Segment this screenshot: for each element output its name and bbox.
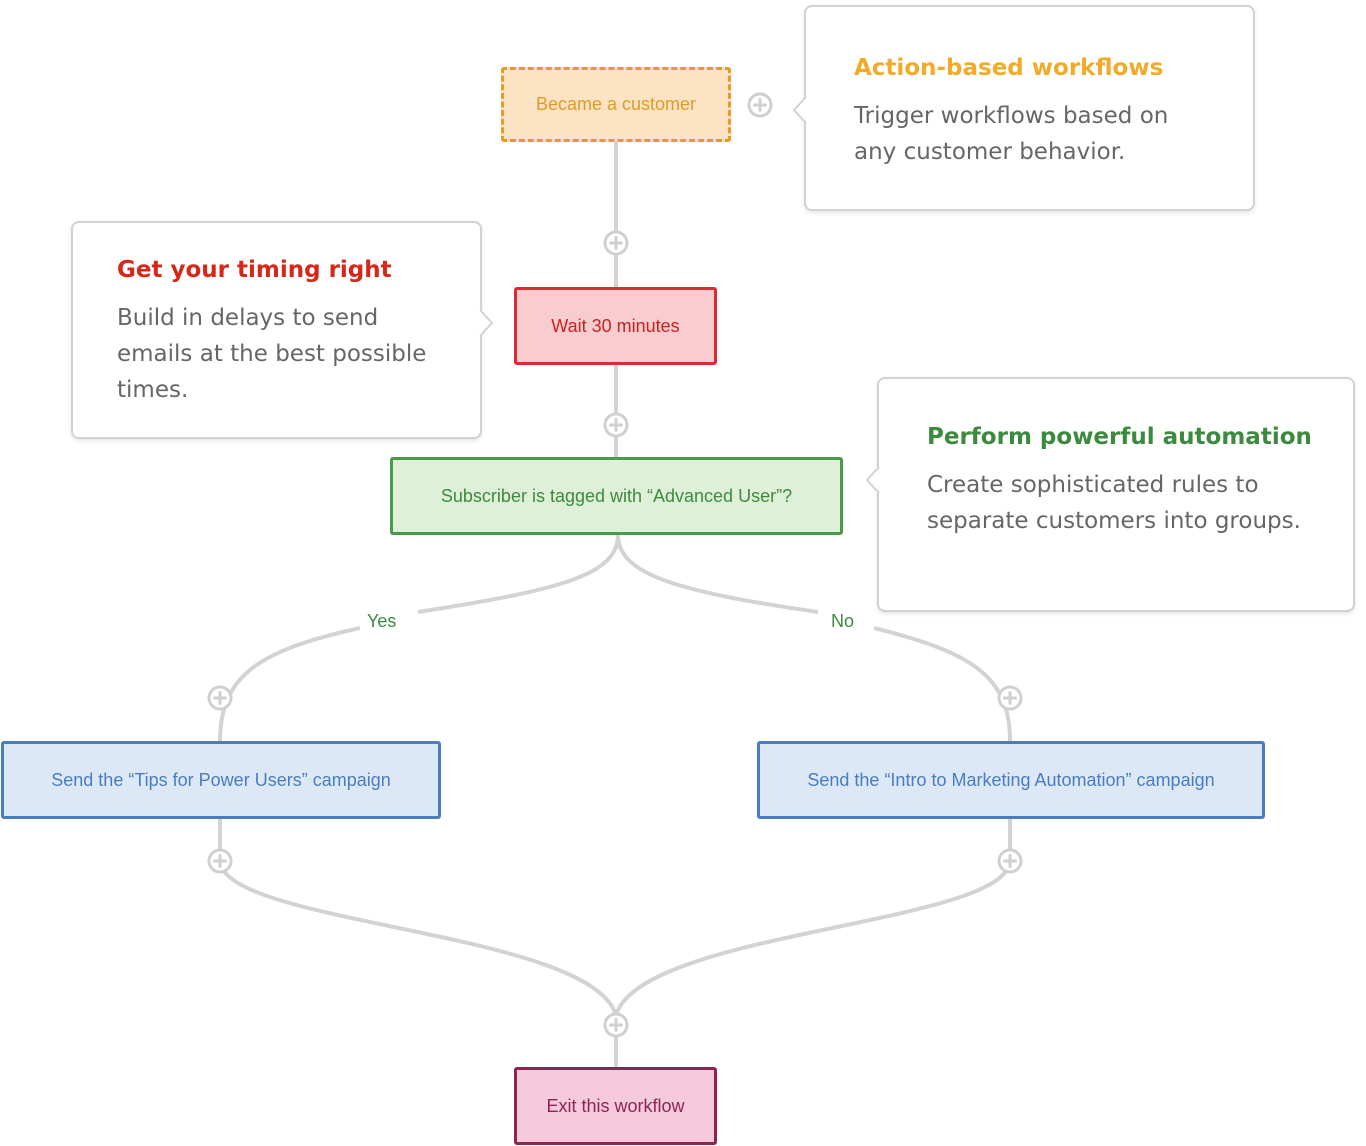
callout-title: Get your timing right — [117, 257, 392, 283]
condition-label: Subscriber is tagged with “Advanced User… — [440, 485, 793, 506]
branch-label-no: No — [825, 610, 861, 632]
action-node-yes[interactable]: Send the “Tips for Power Users” campaign — [1, 741, 441, 819]
trigger-label: Became a customer — [535, 94, 697, 114]
connector-condition-no-lower — [873, 626, 1012, 742]
callout-body: Create sophisticated rules to separate c… — [927, 472, 1301, 534]
callout-title: Perform powerful automation — [927, 424, 1312, 450]
branch-label-yes: Yes — [361, 610, 403, 632]
connector-right-exit — [614, 819, 1012, 1016]
callout-pointer — [866, 467, 880, 493]
action-yes-label: Send the “Tips for Power Users” campaign — [51, 769, 391, 790]
delay-label: Wait 30 minutes — [551, 315, 680, 336]
add-step-plus-icon[interactable] — [602, 411, 630, 439]
add-step-plus-icon[interactable] — [996, 847, 1024, 875]
callout-timing: Get your timing right Build in delays to… — [71, 221, 493, 439]
connector-condition-yes — [417, 534, 620, 614]
callout-body: Trigger workflows based on any customer … — [854, 103, 1169, 165]
exit-label: Exit this workflow — [546, 1095, 685, 1116]
add-step-plus-icon[interactable] — [602, 1011, 630, 1039]
connector-left-exit — [218, 819, 618, 1067]
callout-pointer — [479, 310, 493, 336]
exit-node[interactable]: Exit this workflow — [514, 1067, 717, 1145]
add-step-plus-icon[interactable] — [996, 684, 1024, 712]
action-no-label: Send the “Intro to Marketing Automation”… — [807, 769, 1215, 790]
callout-pointer — [793, 97, 807, 123]
add-step-plus-icon[interactable] — [746, 91, 774, 119]
add-step-plus-icon[interactable] — [602, 229, 630, 257]
callout-action-based: Action-based workflows Trigger workflows… — [793, 5, 1255, 211]
trigger-node[interactable]: Became a customer — [501, 67, 731, 142]
callout-title: Action-based workflows — [854, 55, 1164, 81]
connector-condition-no — [616, 534, 819, 614]
add-step-plus-icon[interactable] — [206, 847, 234, 875]
delay-node[interactable]: Wait 30 minutes — [514, 287, 717, 365]
add-step-plus-icon[interactable] — [206, 684, 234, 712]
action-node-no[interactable]: Send the “Intro to Marketing Automation”… — [757, 741, 1265, 819]
callout-body: Build in delays to send emails at the be… — [117, 305, 427, 403]
condition-node[interactable]: Subscriber is tagged with “Advanced User… — [390, 457, 843, 535]
connector-condition-yes-lower — [218, 626, 361, 742]
callout-automation: Perform powerful automation Create sophi… — [866, 377, 1355, 612]
